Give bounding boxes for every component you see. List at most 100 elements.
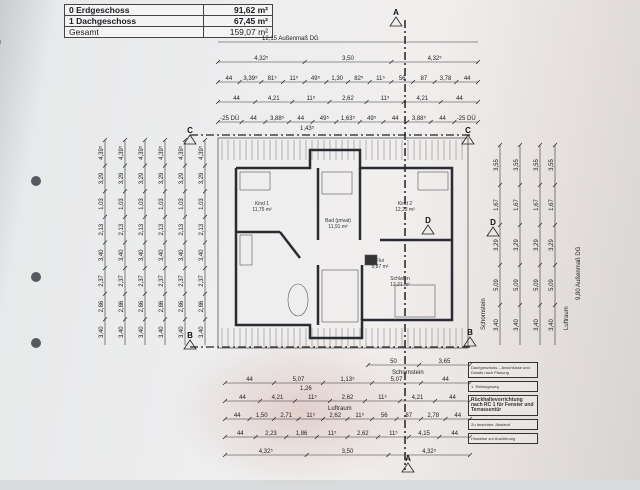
dim-label: 44 <box>442 377 449 383</box>
dimension-tick <box>202 240 208 245</box>
dim-label: 2,37 <box>199 274 205 286</box>
dimension-tick <box>215 59 221 65</box>
dimension-tick <box>537 142 543 148</box>
dim-label: 87 <box>420 76 427 82</box>
dimension-tick <box>394 416 399 422</box>
dim-label: 2,13 <box>159 223 165 235</box>
dim-label: 3,29 <box>99 172 105 184</box>
dim-label: 4,21 <box>268 96 280 102</box>
dimension-tick <box>475 119 481 125</box>
dimension-tick <box>252 99 258 105</box>
dim-label: 3,55 <box>549 159 555 171</box>
dimension-tick <box>182 189 188 194</box>
dim-label: 44 <box>392 116 399 122</box>
dim-label: -25 DÜ <box>457 115 476 122</box>
dim-label: 1,63⁵ <box>341 115 356 122</box>
dim-label: 2,71 <box>280 413 292 419</box>
dimension-tick <box>410 79 416 85</box>
dimension-tick <box>517 142 523 148</box>
dim-label: 2,86 <box>159 300 165 312</box>
dim-label: 11⁵ <box>328 430 337 437</box>
dim-label: 4,39⁵ <box>118 145 125 160</box>
dimension-tick <box>437 434 442 440</box>
outer-dim-label: 9,80 Außenmaß DG <box>576 246 582 300</box>
dim-label: 1,03 <box>179 198 185 210</box>
furniture <box>239 171 449 323</box>
dim-label: 2,13 <box>119 223 125 235</box>
dim-label: 3,55 <box>534 159 540 171</box>
dimension-tick <box>438 99 444 105</box>
section-marker-label: C <box>465 126 471 135</box>
dimension-tick <box>142 240 148 245</box>
dim-label: 3,40 <box>514 319 520 331</box>
dim-label: 5,09 <box>534 279 540 291</box>
dimension-tick <box>202 137 208 143</box>
dimension-tick <box>302 59 307 65</box>
dimension-tick <box>475 99 481 105</box>
dim-label: 2,23 <box>265 431 277 437</box>
section-marker-label: D <box>425 216 431 225</box>
punch-hole <box>31 176 41 186</box>
dimension-tick <box>475 79 481 85</box>
dimension-tick <box>142 214 148 220</box>
dimension-tick <box>162 317 168 322</box>
section-marker-icon <box>421 224 435 235</box>
dim-label: 2,86 <box>139 300 145 312</box>
dimension-tick <box>257 398 263 404</box>
dim-label: 44 <box>239 395 246 401</box>
dim-label: 44 <box>449 395 456 401</box>
dim-label: 3,50 <box>342 449 354 455</box>
dimension-tick <box>386 452 391 458</box>
dimension-tick <box>404 119 410 125</box>
dimension-tick <box>314 434 320 440</box>
dimension-tick <box>497 182 503 188</box>
room-name: Kind 1 <box>255 201 269 207</box>
dim-label: 4,15 <box>418 431 430 437</box>
dim-label: 4,32⁵ <box>422 448 437 455</box>
note: Rückhaltevorrichtung nach RC 1 für Fenst… <box>468 395 538 416</box>
dimension-tick <box>142 291 148 296</box>
punch-hole <box>31 272 41 282</box>
dimension-tick <box>537 182 543 188</box>
dim-label: 56 <box>381 413 388 419</box>
dimension-tick <box>263 119 268 125</box>
section-marker-icon <box>461 134 475 145</box>
dim-label: 4,21 <box>416 96 428 102</box>
outer-dim-label: 12,15 Außenmaß DG <box>262 36 319 42</box>
dim-label: 1,03 <box>99 198 105 210</box>
dimension-tick <box>320 380 326 386</box>
dim-label: 11⁵ <box>289 75 298 82</box>
dimension-tick <box>142 137 148 143</box>
dimension-tick <box>162 265 168 271</box>
dimension-tick <box>497 142 503 148</box>
dimension-tick <box>552 302 558 308</box>
dim-label: 3,55 <box>514 159 520 171</box>
dim-label: 4,32⁵ <box>254 55 269 62</box>
dim-label: 44 <box>234 413 241 419</box>
dimension-tick <box>327 398 333 404</box>
dimension-tick <box>122 163 128 168</box>
dimension-tick <box>428 119 433 125</box>
dim-label: 11⁵ <box>389 430 398 437</box>
dimension-tick <box>102 265 108 271</box>
dim-label: 2,86 <box>99 300 105 312</box>
dimension-tick <box>375 434 381 440</box>
dimension-tick <box>286 119 292 125</box>
chimney-label: Schornstein <box>481 298 487 330</box>
dim-label: 3,40 <box>494 319 500 331</box>
room-name: Kind 2 <box>398 201 412 207</box>
dim-label: 3,39⁵ <box>243 75 258 82</box>
dimension-tick <box>122 317 128 322</box>
dimension-tick <box>280 79 286 85</box>
dimension-tick <box>290 99 295 105</box>
dimension-tick <box>369 416 375 422</box>
dim-label: 1,67 <box>494 199 500 211</box>
dim-label: 1,67 <box>534 199 540 211</box>
dim-label: 11⁵ <box>381 95 390 102</box>
area-value: 159,07 m² <box>203 26 273 38</box>
room-area: 11,75 m² <box>252 207 272 213</box>
dim-label: 2,13 <box>139 223 145 235</box>
dimension-tick <box>142 265 148 271</box>
dimension-tick <box>182 265 188 271</box>
